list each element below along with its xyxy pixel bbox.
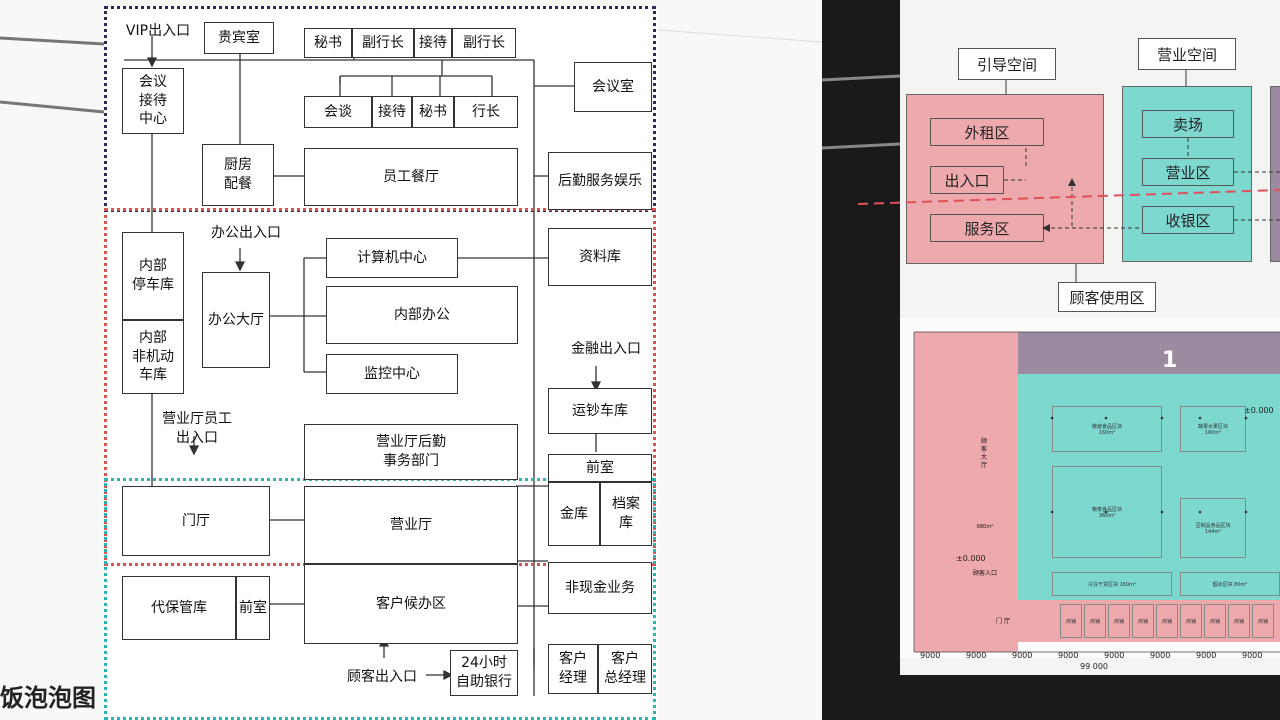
dim-6: 9000	[1150, 651, 1171, 660]
guide-space-label: 引导空间	[958, 48, 1056, 80]
plan-shop-5: 商铺	[1156, 604, 1178, 638]
inner-parking-box: 内部 停车库	[122, 232, 184, 320]
meeting-center-box: 会议 接待 中心	[122, 68, 184, 134]
plan-shop-6: 商铺	[1180, 604, 1202, 638]
guest-room-box: 贵宾室	[204, 22, 274, 54]
waiting-area-box: 客户候办区	[304, 564, 518, 644]
total-dimension: 99 000	[1080, 662, 1108, 671]
cash-garage-box: 运钞车库	[548, 388, 652, 434]
plan-marker-number: 1	[1162, 348, 1178, 373]
plan-zone-5: 冷冻干货区块 160m²	[1052, 572, 1172, 596]
dim-2: 9000	[966, 651, 987, 660]
left-diagram-panel: VIP出入口 贵宾室 秘书 副行长 接待 副行长 会议室 会谈 接待 秘书 行长…	[0, 0, 822, 720]
plan-teal-area	[1018, 374, 1280, 600]
plan-shop-7: 商铺	[1204, 604, 1226, 638]
secretary-box-2: 秘书	[412, 96, 454, 128]
safe-deposit-box: 代保管库	[122, 576, 236, 640]
customer-area-label: 顾客使用区	[1058, 282, 1156, 312]
plan-shop-9: 商铺	[1252, 604, 1274, 638]
hall-logistics-box: 营业厅后勤 事务部门	[304, 424, 518, 480]
dim-4: 9000	[1058, 651, 1079, 660]
reception-box-1: 接待	[414, 28, 452, 58]
monitor-center-box: 监控中心	[326, 354, 458, 394]
business-zone	[1122, 86, 1252, 262]
anteroom-2-box: 前室	[236, 576, 270, 640]
business-space-label: 营业空间	[1138, 38, 1236, 70]
service-area-box: 服务区	[930, 214, 1044, 242]
vault-box: 金库	[548, 482, 600, 546]
president-box: 行长	[454, 96, 518, 128]
cashier-area-box: 收银区	[1142, 206, 1234, 234]
file-room-box: 档案 库	[600, 482, 652, 546]
plan-zone-6: 烟冰区块 80m²	[1180, 572, 1280, 596]
kitchen-box: 厨房 配餐	[202, 144, 274, 206]
general-manager-box: 客户 总经理	[598, 644, 652, 694]
inner-nonmotor-box: 内部 非机动 车库	[122, 320, 184, 394]
watermark-text: 饭泡泡图	[0, 684, 96, 712]
plan-shops-strip	[1018, 600, 1280, 642]
sales-floor-box: 卖场	[1142, 110, 1234, 138]
vice-president-box-1: 副行长	[352, 28, 414, 58]
dim-8: 9000	[1242, 651, 1263, 660]
office-entrance-label: 办公出入口	[211, 225, 281, 241]
plan-customer-entrance: 顾客入口	[972, 570, 997, 577]
plan-purple-strip	[1018, 332, 1280, 374]
vice-president-box-2: 副行长	[452, 28, 516, 58]
staff-entrance-label: 营业厅员工 出入口	[162, 411, 232, 446]
plan-shop-2: 商铺	[1084, 604, 1106, 638]
dim-1: 9000	[920, 651, 941, 660]
inner-office-box: 内部办公	[326, 286, 518, 344]
right-diagram-panel: 引导空间 营业空间 外租区 出入口 服务区 卖场 营业区 收银区 顾客使用区 1	[900, 0, 1280, 675]
plan-hall-label: 顾 客 大 厅	[980, 438, 987, 470]
plan-pink-area	[914, 332, 1018, 652]
plan-lobby-label: 门 厅	[996, 618, 1010, 625]
dim-5: 9000	[1104, 651, 1125, 660]
plan-shop-3: 商铺	[1108, 604, 1130, 638]
plan-shop-4: 商铺	[1132, 604, 1154, 638]
anteroom-box: 前室	[548, 454, 652, 482]
reception-box-2: 接待	[372, 96, 412, 128]
plan-level-mark-2: ±0.000	[1244, 406, 1274, 415]
third-zone-edge	[1270, 86, 1280, 262]
staff-canteen-box: 员工餐厅	[304, 148, 518, 206]
archive-box: 资料库	[548, 228, 652, 286]
plan-level-mark: ±0.000	[956, 554, 986, 563]
meeting-room-box: 会议室	[574, 62, 652, 112]
noncash-service-box: 非现金业务	[548, 562, 652, 614]
plan-shop-1: 商铺	[1060, 604, 1082, 638]
business-hall-box: 营业厅	[304, 486, 518, 564]
entrance-box: 出入口	[930, 166, 1004, 194]
logistics-box: 后勤服务娱乐	[548, 152, 652, 210]
plan-hall-area: 680m²	[976, 524, 994, 530]
secretary-box: 秘书	[304, 28, 352, 58]
office-hall-box: 办公大厅	[202, 272, 270, 368]
lobby-box: 门厅	[122, 486, 270, 556]
computer-center-box: 计算机中心	[326, 238, 458, 278]
atm-box: 24小时 自助银行	[450, 650, 518, 696]
bank-bubble-diagram: VIP出入口 贵宾室 秘书 副行长 接待 副行长 会议室 会谈 接待 秘书 行长…	[104, 6, 658, 720]
plan-shop-8: 商铺	[1228, 604, 1250, 638]
dim-3: 9000	[1012, 651, 1033, 660]
finance-entrance-label: 金融出入口	[571, 341, 641, 357]
vip-entrance-label: VIP出入口	[125, 23, 191, 39]
talks-box: 会谈	[304, 96, 372, 128]
manager-box: 客户 经理	[548, 644, 598, 694]
business-area-box: 营业区	[1142, 158, 1234, 186]
dim-7: 9000	[1196, 651, 1217, 660]
rental-area-box: 外租区	[930, 118, 1044, 146]
customer-entrance-label: 顾客出入口	[347, 669, 417, 685]
